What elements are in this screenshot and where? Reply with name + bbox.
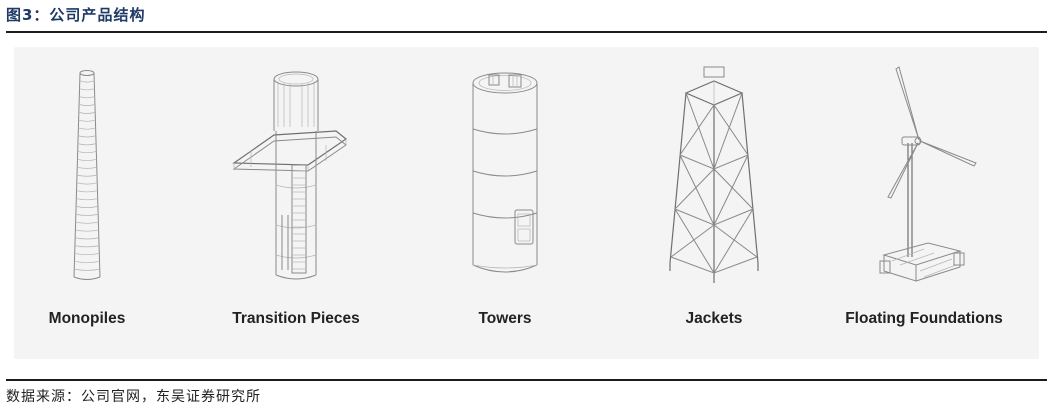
product-floating-foundations: Floating Foundations: [824, 47, 1024, 359]
source-note: 数据来源：公司官网，东吴证券研究所: [6, 389, 261, 405]
bottom-rule: [6, 379, 1047, 381]
floating-foundation-icon: [879, 66, 977, 282]
product-label: Towers: [478, 310, 532, 327]
product-monopiles: Monopiles: [0, 47, 187, 359]
monopile-icon: [73, 70, 101, 280]
figure-title: 图3：公司产品结构: [6, 6, 146, 24]
top-rule: [6, 31, 1047, 33]
products-panel: Monopiles: [14, 47, 1039, 359]
product-transition-pieces: Transition Pieces: [196, 47, 396, 359]
tower-icon: [472, 72, 538, 273]
product-label: Monopiles: [48, 310, 126, 327]
product-label: Floating Foundations: [845, 310, 1003, 327]
transition-piece-icon: [232, 71, 348, 280]
product-jackets: Jackets: [614, 47, 814, 359]
product-label: Jackets: [685, 310, 743, 327]
product-label: Transition Pieces: [232, 310, 360, 327]
jacket-icon: [669, 66, 759, 283]
product-towers: Towers: [405, 47, 605, 359]
